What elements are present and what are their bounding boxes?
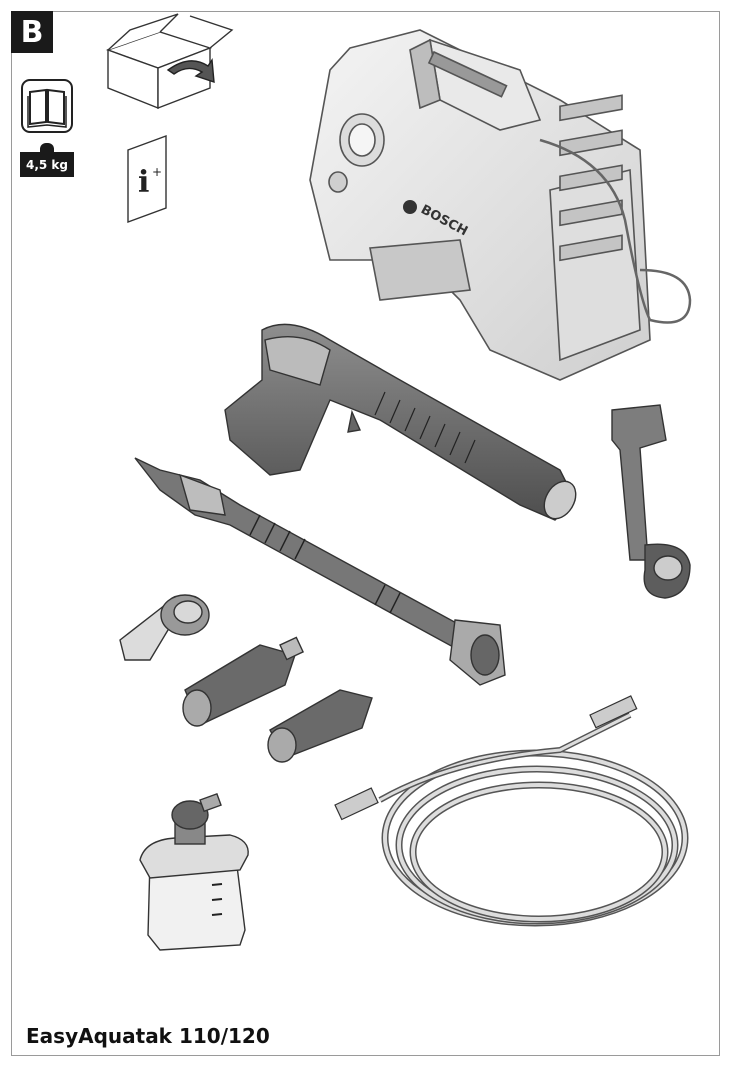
info-plus-icon: i + <box>127 134 167 224</box>
pressure-washer-body: BOSCH <box>309 29 692 381</box>
weight-indicator: 4,5 kg <box>20 143 74 177</box>
section-badge: B <box>11 11 53 53</box>
weight-label: 4,5 kg <box>20 152 74 177</box>
rotary-nozzle <box>182 636 305 727</box>
high-pressure-hose <box>334 695 689 927</box>
hose-adapter <box>119 594 210 661</box>
spray-lance <box>134 457 506 686</box>
open-box-icon <box>105 13 234 110</box>
detergent-bottle <box>139 792 249 951</box>
svg-text:i: i <box>138 165 149 200</box>
weight-icon <box>40 143 54 152</box>
book-icon <box>21 79 73 133</box>
vario-nozzle <box>267 689 373 763</box>
svg-text:+: + <box>152 165 162 179</box>
accessory-holder <box>611 404 691 599</box>
product-name: EasyAquatak 110/120 <box>26 1024 270 1048</box>
spray-gun <box>224 323 577 521</box>
page-frame <box>11 11 720 1056</box>
